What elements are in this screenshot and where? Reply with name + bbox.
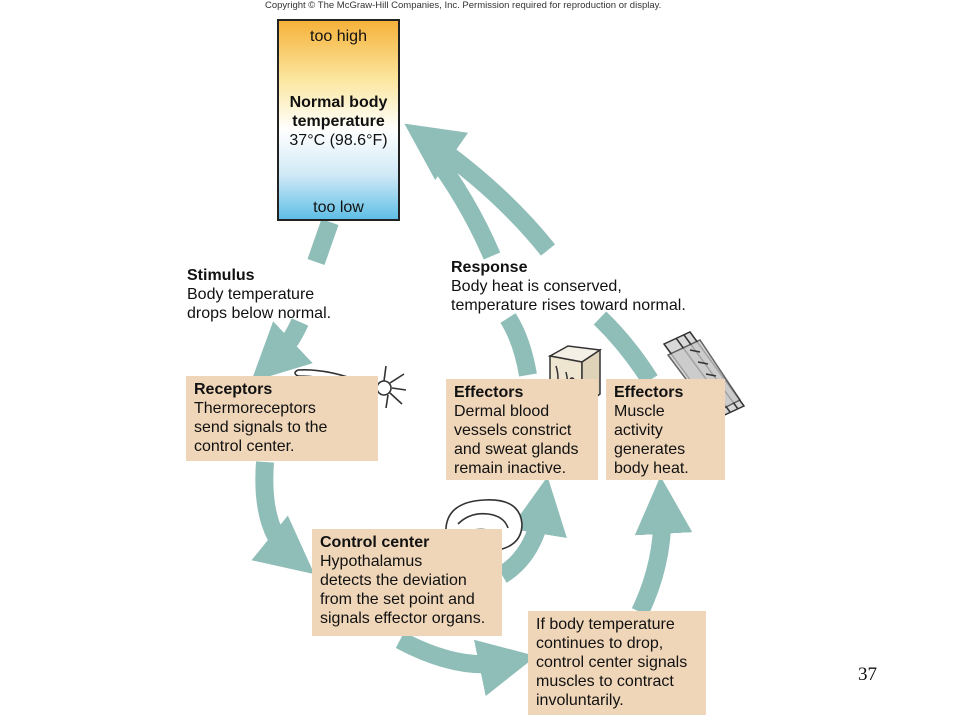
control-center-text: Hypothalamus detects the deviation from … bbox=[320, 553, 486, 627]
effectors-dermal-text: Dermal blood vessels constrict and sweat… bbox=[454, 403, 579, 477]
response-heading: Response bbox=[451, 259, 528, 276]
receptors-box: Receptors Thermoreceptors send signals t… bbox=[186, 376, 378, 461]
arrow-thermo-to-stimulus bbox=[307, 219, 339, 265]
normal-temperature-label: Normal body temperature bbox=[289, 94, 388, 130]
continue-drop-text: If body temperature continues to drop, c… bbox=[536, 616, 688, 709]
normal-temperature-value: 37°C (98.6°F) bbox=[289, 132, 388, 149]
effectors-dermal-heading: Effectors bbox=[454, 384, 524, 401]
arrow-muscle-to-response bbox=[593, 311, 658, 385]
effectors-muscle-text: Muscle activity generates body heat. bbox=[614, 403, 689, 477]
copyright-notice: Copyright © The McGraw-Hill Companies, I… bbox=[265, 0, 662, 11]
too-high-label: too high bbox=[310, 28, 367, 45]
stimulus-label: Stimulus Body temperature drops below no… bbox=[187, 266, 407, 323]
arrow-control-to-continue bbox=[395, 632, 537, 697]
continue-drop-box: If body temperature continues to drop, c… bbox=[528, 611, 706, 715]
arrow-dermal-to-response bbox=[500, 313, 537, 377]
temperature-thermometer: too high Normal body temperature 37°C (9… bbox=[277, 19, 400, 221]
too-low-label: too low bbox=[313, 199, 364, 216]
arrow-continue-to-muscle bbox=[631, 476, 693, 616]
arrow-response-to-thermo-right bbox=[404, 123, 556, 256]
control-center-heading: Control center bbox=[320, 534, 430, 551]
page-number: 37 bbox=[858, 664, 877, 685]
arrow-receptors-to-control bbox=[251, 461, 315, 575]
response-text: Body heat is conserved, temperature rise… bbox=[451, 278, 686, 314]
arrow-control-to-dermal bbox=[497, 476, 567, 583]
stimulus-heading: Stimulus bbox=[187, 267, 255, 284]
stimulus-text: Body temperature drops below normal. bbox=[187, 286, 332, 322]
effectors-muscle-heading: Effectors bbox=[614, 384, 684, 401]
receptors-heading: Receptors bbox=[194, 381, 273, 398]
arrow-stimulus-to-receptors bbox=[251, 318, 313, 382]
receptors-text: Thermoreceptors send signals to the cont… bbox=[194, 400, 328, 455]
effectors-muscle-box: Effectors Muscle activity generates body… bbox=[606, 379, 725, 480]
response-label: Response Body heat is conserved, tempera… bbox=[451, 258, 741, 315]
control-center-box: Control center Hypothalamus detects the … bbox=[312, 529, 502, 636]
effectors-dermal-box: Effectors Dermal blood vessels constrict… bbox=[446, 379, 598, 480]
